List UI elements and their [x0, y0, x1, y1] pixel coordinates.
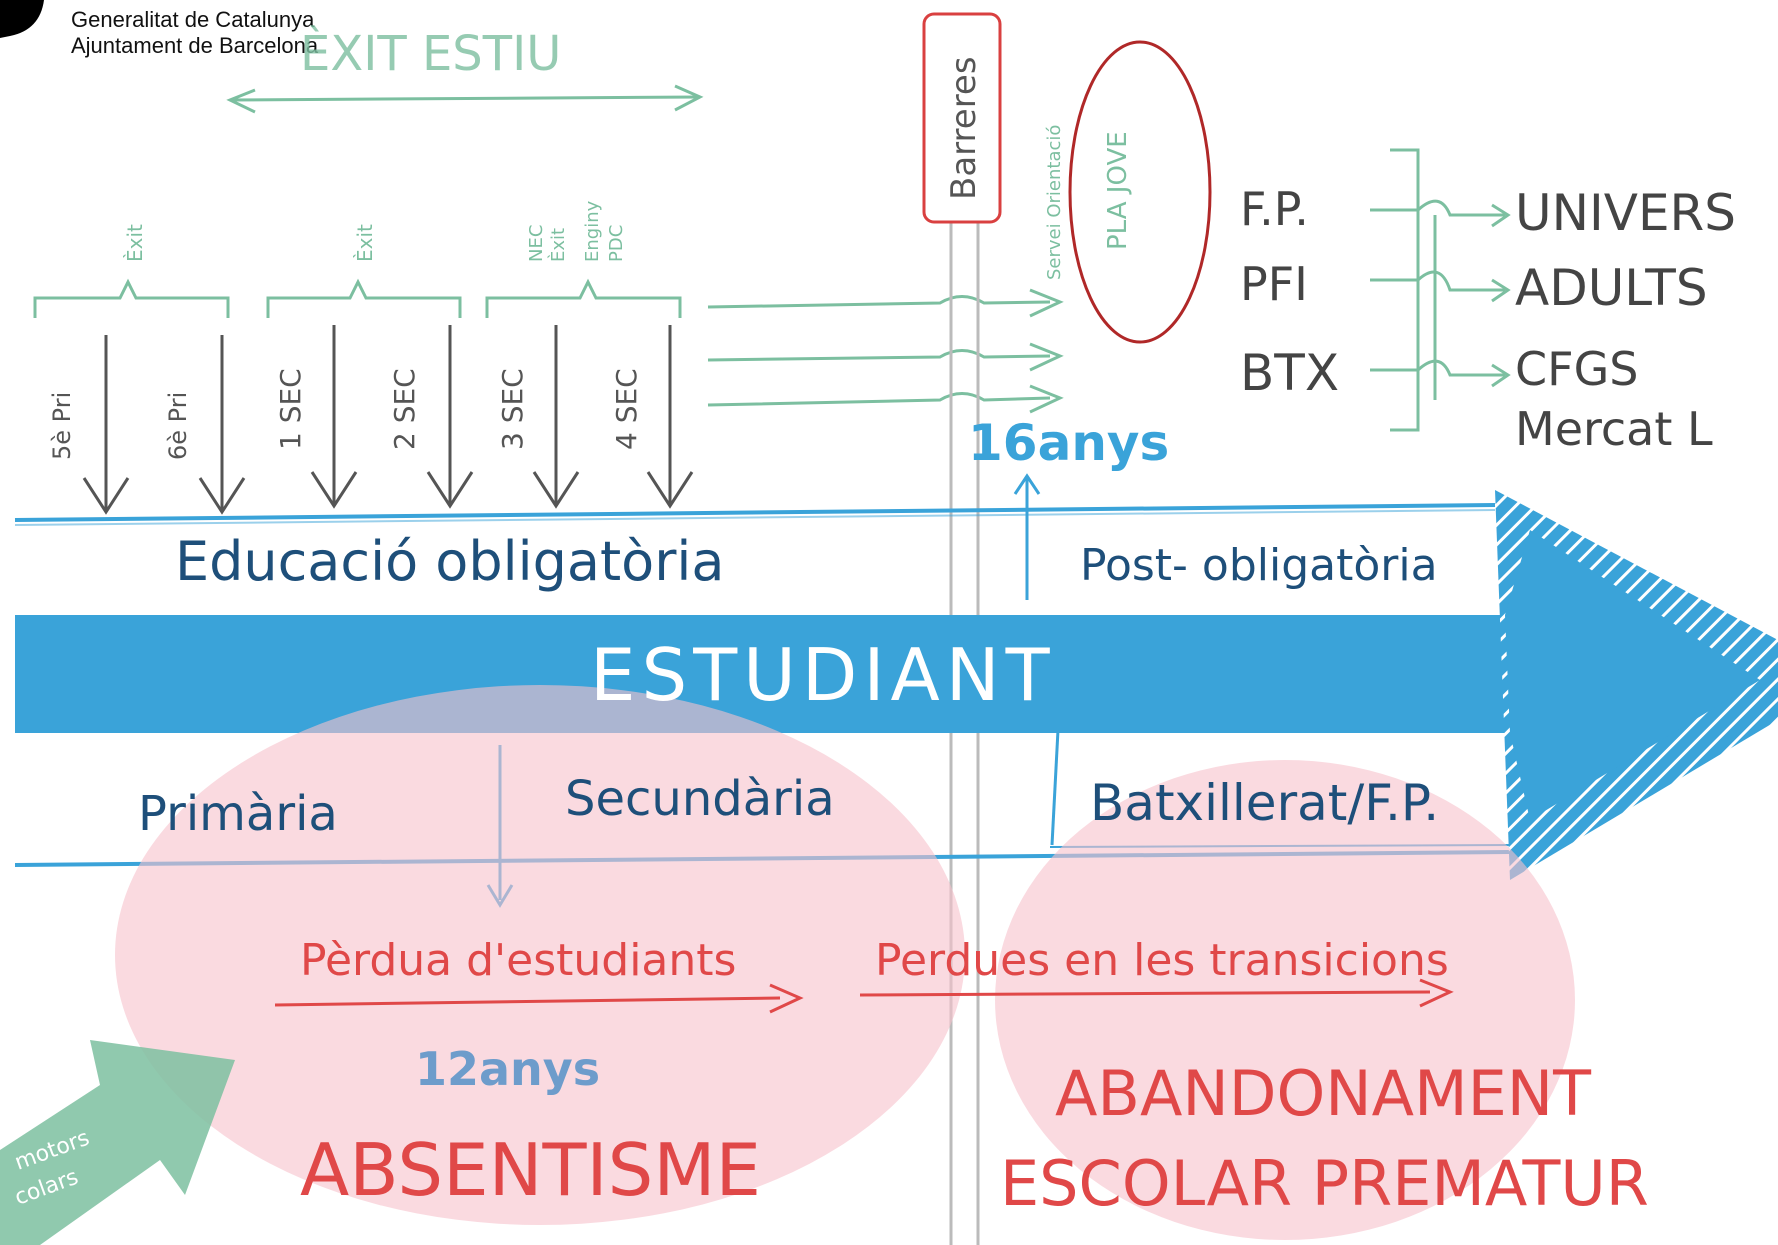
path-btx: BTX — [1240, 344, 1339, 402]
student-label: ESTUDIANT — [590, 633, 1056, 717]
program-label: Èxit — [547, 228, 569, 262]
program-label: NEC — [526, 225, 547, 262]
program-group-3: NEC Èxit Enginy PDC — [526, 200, 627, 262]
program-label: Èxit — [123, 224, 147, 262]
logo-line-generalitat: Generalitat de Catalunya — [71, 7, 315, 32]
transition-loss-label: Perdues en les transicions — [875, 935, 1449, 986]
path-fp: F.P. — [1240, 182, 1309, 236]
secondary-label: Secundària — [565, 771, 835, 827]
grade-label-3-sec: 3 SEC — [496, 368, 529, 450]
post-compulsory-label: Post- obligatòria — [1080, 540, 1438, 591]
flow-arrows — [707, 288, 1064, 414]
summer-arrow — [226, 84, 704, 114]
path-mercat: Mercat L — [1515, 402, 1713, 456]
program-label: PDC — [606, 225, 627, 262]
corner-arrow: motors colars — [0, 1040, 235, 1245]
logo: Generalitat de Catalunya Ajuntament de B… — [0, 0, 319, 58]
student-arrow — [15, 490, 1778, 880]
student-loss-arrow — [274, 983, 804, 1014]
age-12-label: 12anys — [415, 1042, 600, 1096]
grade-label-5-pri: 5è Pri — [48, 392, 76, 460]
grade-label-6-pri: 6è Pri — [164, 392, 192, 460]
loss-zones — [115, 685, 1575, 1240]
path-cfgs: CFGS — [1515, 342, 1638, 396]
path-brackets — [1370, 148, 1511, 432]
pla-jove-label: PLA JOVE — [1103, 131, 1133, 250]
program-group-1: Èxit — [123, 224, 147, 262]
path-adults: ADULTS — [1515, 259, 1708, 317]
dropout-label-line1: ABANDONAMENT — [1055, 1057, 1592, 1130]
path-university: UNIVERS — [1515, 184, 1736, 242]
primary-label: Primària — [138, 786, 338, 842]
path-pfi: PFI — [1240, 257, 1308, 311]
program-braces — [33, 278, 682, 318]
program-label: Enginy — [582, 200, 603, 262]
absenteeism-label: ABSENTISME — [300, 1128, 761, 1212]
orientation-service-label: Servei Orientació — [1044, 125, 1065, 280]
age-16-label: 16anys — [968, 414, 1169, 472]
summer-label: ÈXIT ESTIU — [300, 25, 561, 82]
pla-jove-circle — [1068, 40, 1212, 344]
program-label: Èxit — [353, 224, 377, 262]
loss-zone-dropout — [995, 760, 1575, 1240]
logo-mark-icon — [0, 0, 44, 38]
transition-loss-arrow — [859, 978, 1454, 1008]
barriers-box: Barreres — [922, 12, 1002, 224]
grade-label-1-sec: 1 SEC — [274, 368, 307, 450]
grade-arrows — [82, 325, 694, 515]
path-left-labels: F.P. PFI BTX — [1240, 182, 1339, 402]
logo-line-ajuntament: Ajuntament de Barcelona — [71, 33, 319, 58]
barriers-label: Barreres — [944, 56, 984, 200]
grade-label-4-sec: 4 SEC — [610, 368, 643, 450]
bach-fp-label: Batxillerat/F.P. — [1090, 774, 1439, 832]
grade-label-2-sec: 2 SEC — [388, 368, 421, 450]
corner-arrow-icon — [0, 1040, 235, 1245]
compulsory-label: Educació obligatòria — [175, 530, 725, 593]
loss-zone-absenteeism — [115, 685, 965, 1225]
student-loss-label: Pèrdua d'estudiants — [300, 935, 736, 986]
grade-labels: 5è Pri 6è Pri 1 SEC 2 SEC 3 SEC 4 SEC — [48, 368, 643, 460]
program-group-2: Èxit — [353, 224, 377, 262]
path-right-labels: UNIVERS ADULTS CFGS Mercat L — [1515, 184, 1736, 456]
dropout-label-line2: ESCOLAR PREMATUR — [1000, 1147, 1649, 1220]
